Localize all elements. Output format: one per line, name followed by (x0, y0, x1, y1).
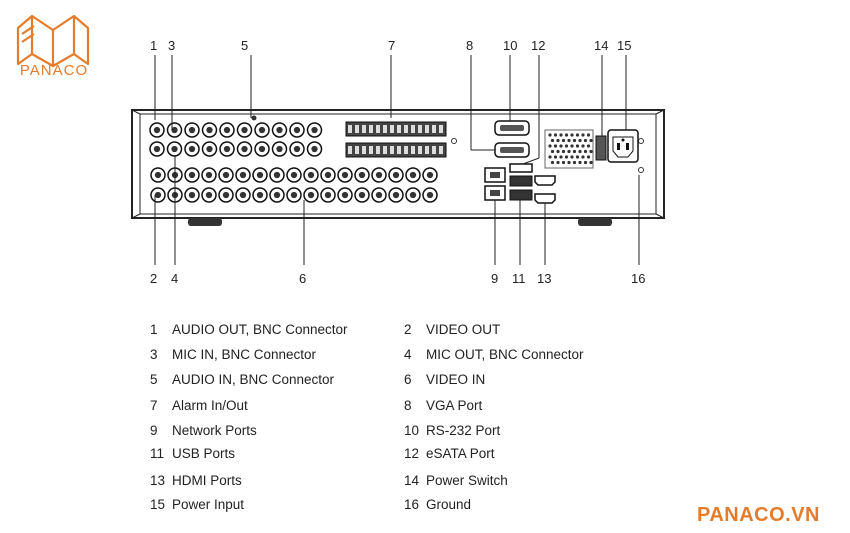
callout-4: 4 (171, 271, 178, 286)
legend-label: RS-232 Port (426, 423, 501, 438)
legend-number: 1 (150, 322, 158, 337)
legend-item: 8 VGA Port (404, 398, 482, 413)
legend-label: VGA Port (426, 398, 483, 413)
callout-1: 1 (150, 38, 157, 53)
legend-item: 9 Network Ports (150, 423, 257, 438)
legend-item: 15 Power Input (150, 497, 244, 512)
legend-item: 13 HDMI Ports (150, 473, 242, 488)
legend-item: 5 AUDIO IN, BNC Connector (150, 372, 334, 387)
legend-number: 3 (150, 347, 158, 362)
legend-number: 14 (404, 473, 420, 488)
legend-label: MIC IN, BNC Connector (172, 347, 317, 362)
legend-label: Power Switch (426, 473, 508, 488)
legend-number: 16 (404, 497, 420, 512)
legend-label: MIC OUT, BNC Connector (426, 347, 584, 362)
legend-number: 7 (150, 398, 158, 413)
network-ports (484, 167, 506, 201)
power-fan-grille (544, 129, 594, 169)
alarm-terminal-block (345, 121, 447, 158)
legend-label: Ground (426, 497, 472, 512)
book-logo-icon (16, 14, 90, 68)
legend-label: Alarm In/Out (172, 398, 248, 413)
callout-12: 12 (531, 38, 545, 53)
bnc-connector-group (149, 122, 438, 203)
callout-2: 2 (150, 271, 157, 286)
legend-number: 11 (150, 446, 165, 461)
callout-7: 7 (388, 38, 395, 53)
legend-label: HDMI Ports (172, 473, 242, 488)
callout-13: 13 (537, 271, 551, 286)
legend-label: USB Ports (172, 446, 236, 461)
legend: 1 AUDIO OUT, BNC Connector 2 VIDEO OUT 3 MIC … (150, 322, 710, 522)
legend-label: AUDIO OUT, BNC Connector (172, 322, 348, 337)
legend-item: 2 VIDEO OUT (404, 322, 500, 337)
legend-number: 5 (150, 372, 158, 387)
legend-number: 6 (404, 372, 412, 387)
legend-item: 1 AUDIO OUT, BNC Connector (150, 322, 348, 337)
power-switch (595, 135, 607, 161)
callout-5: 5 (241, 38, 248, 53)
legend-number: 15 (150, 497, 166, 512)
callout-3: 3 (168, 38, 175, 53)
legend-label: Power Input (172, 497, 245, 512)
usb-ports (509, 175, 533, 201)
legend-number: 12 (404, 446, 420, 461)
rear-panel-diagram: 1 3 5 7 8 10 12 14 15 2 4 6 9 11 13 16 (131, 38, 665, 286)
legend-number: 13 (150, 473, 166, 488)
legend-item: 12 eSATA Port (404, 446, 495, 461)
legend-label: AUDIO IN, BNC Connector (172, 372, 335, 387)
callout-8: 8 (466, 38, 473, 53)
callout-14: 14 (594, 38, 608, 53)
legend-number: 9 (150, 423, 158, 438)
callout-16: 16 (631, 271, 645, 286)
legend-item: 4 MIC OUT, BNC Connector (404, 347, 584, 362)
callout-9: 9 (491, 271, 498, 286)
vga-port (494, 142, 530, 158)
legend-item: 10 RS-232 Port (404, 423, 500, 438)
callout-10: 10 (503, 38, 517, 53)
panaco-logo (8, 8, 98, 88)
power-input-socket (607, 129, 639, 163)
legend-item: 14 Power Switch (404, 473, 508, 488)
logo-text: PANACO (19, 62, 89, 79)
callout-15: 15 (617, 38, 631, 53)
legend-number: 8 (404, 398, 412, 413)
legend-item: 7 Alarm In/Out (150, 398, 248, 413)
legend-label: VIDEO OUT (426, 322, 501, 337)
rs232-port (494, 120, 530, 136)
hdmi-ports (534, 175, 556, 204)
legend-label: eSATA Port (426, 446, 495, 461)
legend-number: 10 (404, 423, 420, 438)
legend-item: 6 VIDEO IN (404, 372, 485, 387)
footer-brand: PANACO.VN (696, 504, 820, 526)
legend-item: 16 Ground (404, 497, 471, 512)
legend-item: 3 MIC IN, BNC Connector (150, 347, 316, 362)
legend-item: 11 USB Ports (150, 446, 235, 461)
legend-label: Network Ports (172, 423, 257, 438)
esata-port (509, 163, 533, 173)
callout-11: 11 (512, 271, 526, 286)
callout-6: 6 (299, 271, 306, 286)
legend-number: 2 (404, 322, 412, 337)
callout-lines (154, 55, 640, 265)
legend-label: VIDEO IN (426, 372, 486, 387)
legend-number: 4 (404, 347, 412, 362)
